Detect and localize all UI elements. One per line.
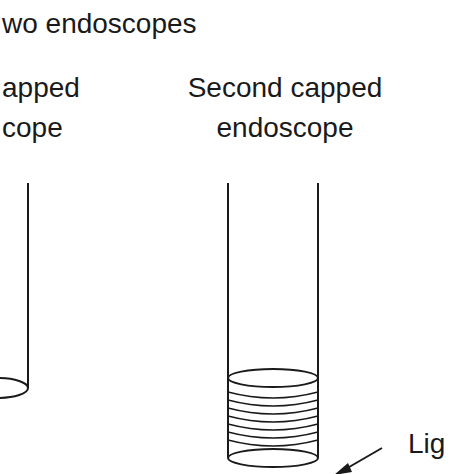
endoscope-label: apped cope xyxy=(2,68,97,148)
ligation-bands xyxy=(228,392,318,446)
band-stroke xyxy=(228,392,318,398)
pointer-arrow xyxy=(344,448,382,470)
endoscope-tip xyxy=(0,378,28,398)
endoscope-label: Second capped endoscope xyxy=(150,68,420,148)
band-stroke xyxy=(228,432,318,438)
band-stroke xyxy=(228,440,318,446)
band-stroke xyxy=(228,416,318,422)
cap-rim xyxy=(228,369,318,387)
figure-title: wo endoscopes xyxy=(2,4,197,44)
band-stroke xyxy=(228,400,318,406)
band-stroke xyxy=(228,424,318,430)
band-stroke xyxy=(228,408,318,414)
endoscope-tip xyxy=(228,449,318,467)
callout-label: Lig xyxy=(408,424,445,464)
arrow-head xyxy=(334,463,352,474)
endoscope-wall xyxy=(27,183,29,388)
